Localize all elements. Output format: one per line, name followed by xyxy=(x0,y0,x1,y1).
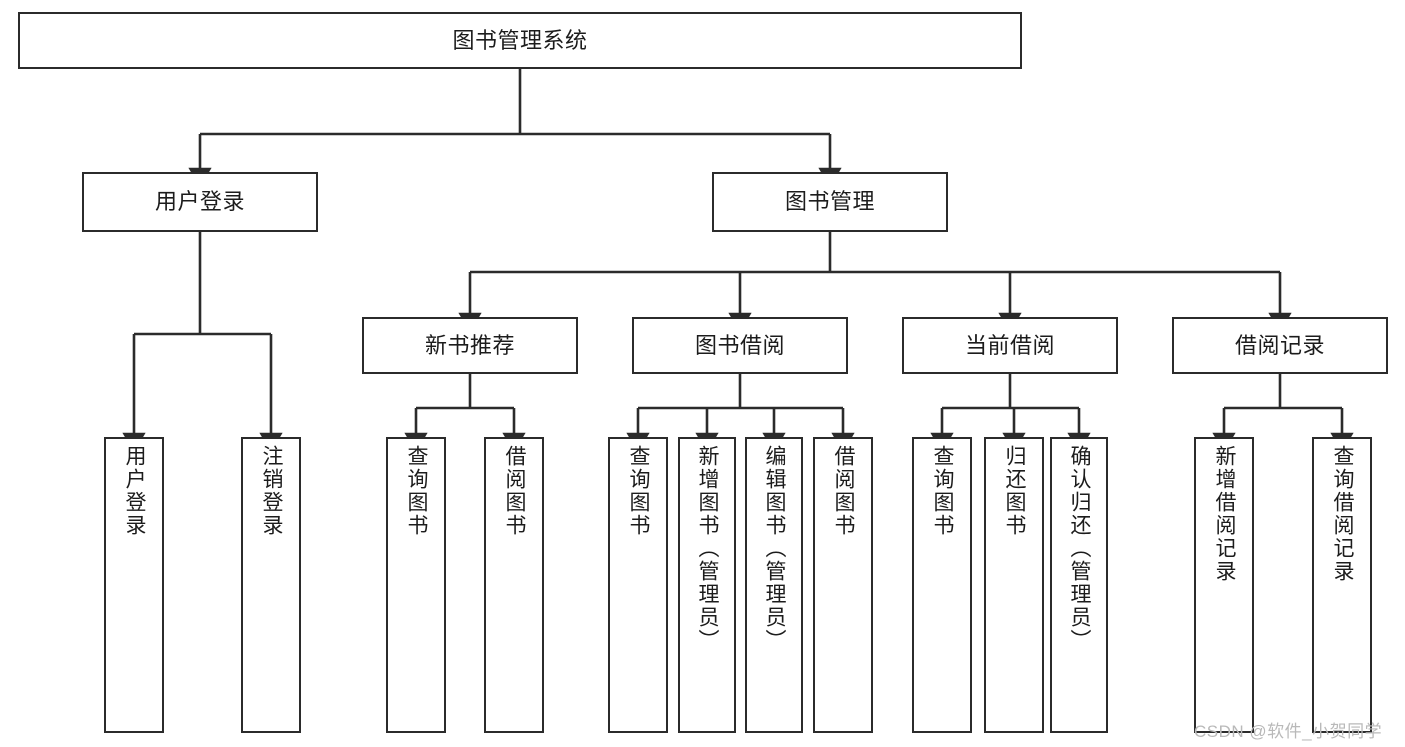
node-leaf-user-logout[interactable]: 注销登录 xyxy=(241,437,301,733)
node-label-leaf-cb-return-book: 归还图书 xyxy=(1003,445,1027,537)
node-leaf-cb-query-book[interactable]: 查询图书 xyxy=(912,437,972,733)
node-user-login[interactable]: 用户登录 xyxy=(82,172,318,232)
node-leaf-user-login[interactable]: 用户登录 xyxy=(104,437,164,733)
node-leaf-cb-return-book[interactable]: 归还图书 xyxy=(984,437,1044,733)
node-label-book-borrow: 图书借阅 xyxy=(694,332,785,358)
node-leaf-br-add-record[interactable]: 新增借阅记录 xyxy=(1194,437,1254,733)
node-leaf-bb-add-book[interactable]: 新增图书（管理员） xyxy=(678,437,736,733)
node-label-root: 图书管理系统 xyxy=(452,27,588,53)
node-root[interactable]: 图书管理系统 xyxy=(18,12,1022,69)
node-label-leaf-bb-borrow-book: 借阅图书 xyxy=(832,445,856,537)
node-new-book-rec[interactable]: 新书推荐 xyxy=(362,317,578,374)
node-borrow-record[interactable]: 借阅记录 xyxy=(1172,317,1388,374)
node-leaf-br-query-record[interactable]: 查询借阅记录 xyxy=(1312,437,1372,733)
node-leaf-bb-query-book[interactable]: 查询图书 xyxy=(608,437,668,733)
node-label-leaf-br-query-record: 查询借阅记录 xyxy=(1331,445,1355,583)
node-label-leaf-rec-borrow-book: 借阅图书 xyxy=(503,445,527,537)
node-label-leaf-bb-edit-book: 编辑图书（管理员） xyxy=(763,445,787,652)
node-label-leaf-bb-add-book: 新增图书（管理员） xyxy=(696,445,720,652)
node-leaf-rec-borrow-book[interactable]: 借阅图书 xyxy=(484,437,544,733)
node-leaf-rec-query-book[interactable]: 查询图书 xyxy=(386,437,446,733)
node-label-leaf-user-logout: 注销登录 xyxy=(260,445,284,537)
node-label-leaf-user-login: 用户登录 xyxy=(123,445,147,537)
node-label-leaf-cb-confirm-return: 确认归还（管理员） xyxy=(1068,445,1092,652)
node-label-current-borrow: 当前借阅 xyxy=(964,332,1055,358)
node-label-leaf-br-add-record: 新增借阅记录 xyxy=(1213,445,1237,583)
watermark-label: CSDN @软件_小贺同学 xyxy=(1194,722,1383,741)
node-label-new-book-rec: 新书推荐 xyxy=(424,332,515,358)
node-leaf-bb-edit-book[interactable]: 编辑图书（管理员） xyxy=(745,437,803,733)
node-label-leaf-bb-query-book: 查询图书 xyxy=(627,445,651,537)
node-book-borrow[interactable]: 图书借阅 xyxy=(632,317,848,374)
node-label-user-login: 用户登录 xyxy=(154,189,245,215)
node-current-borrow[interactable]: 当前借阅 xyxy=(902,317,1118,374)
node-label-borrow-record: 借阅记录 xyxy=(1234,332,1325,358)
node-label-leaf-rec-query-book: 查询图书 xyxy=(405,445,429,537)
node-leaf-bb-borrow-book[interactable]: 借阅图书 xyxy=(813,437,873,733)
node-label-book-manage: 图书管理 xyxy=(784,189,875,215)
node-book-manage[interactable]: 图书管理 xyxy=(712,172,948,232)
node-label-leaf-cb-query-book: 查询图书 xyxy=(931,445,955,537)
node-leaf-cb-confirm-return[interactable]: 确认归还（管理员） xyxy=(1050,437,1108,733)
